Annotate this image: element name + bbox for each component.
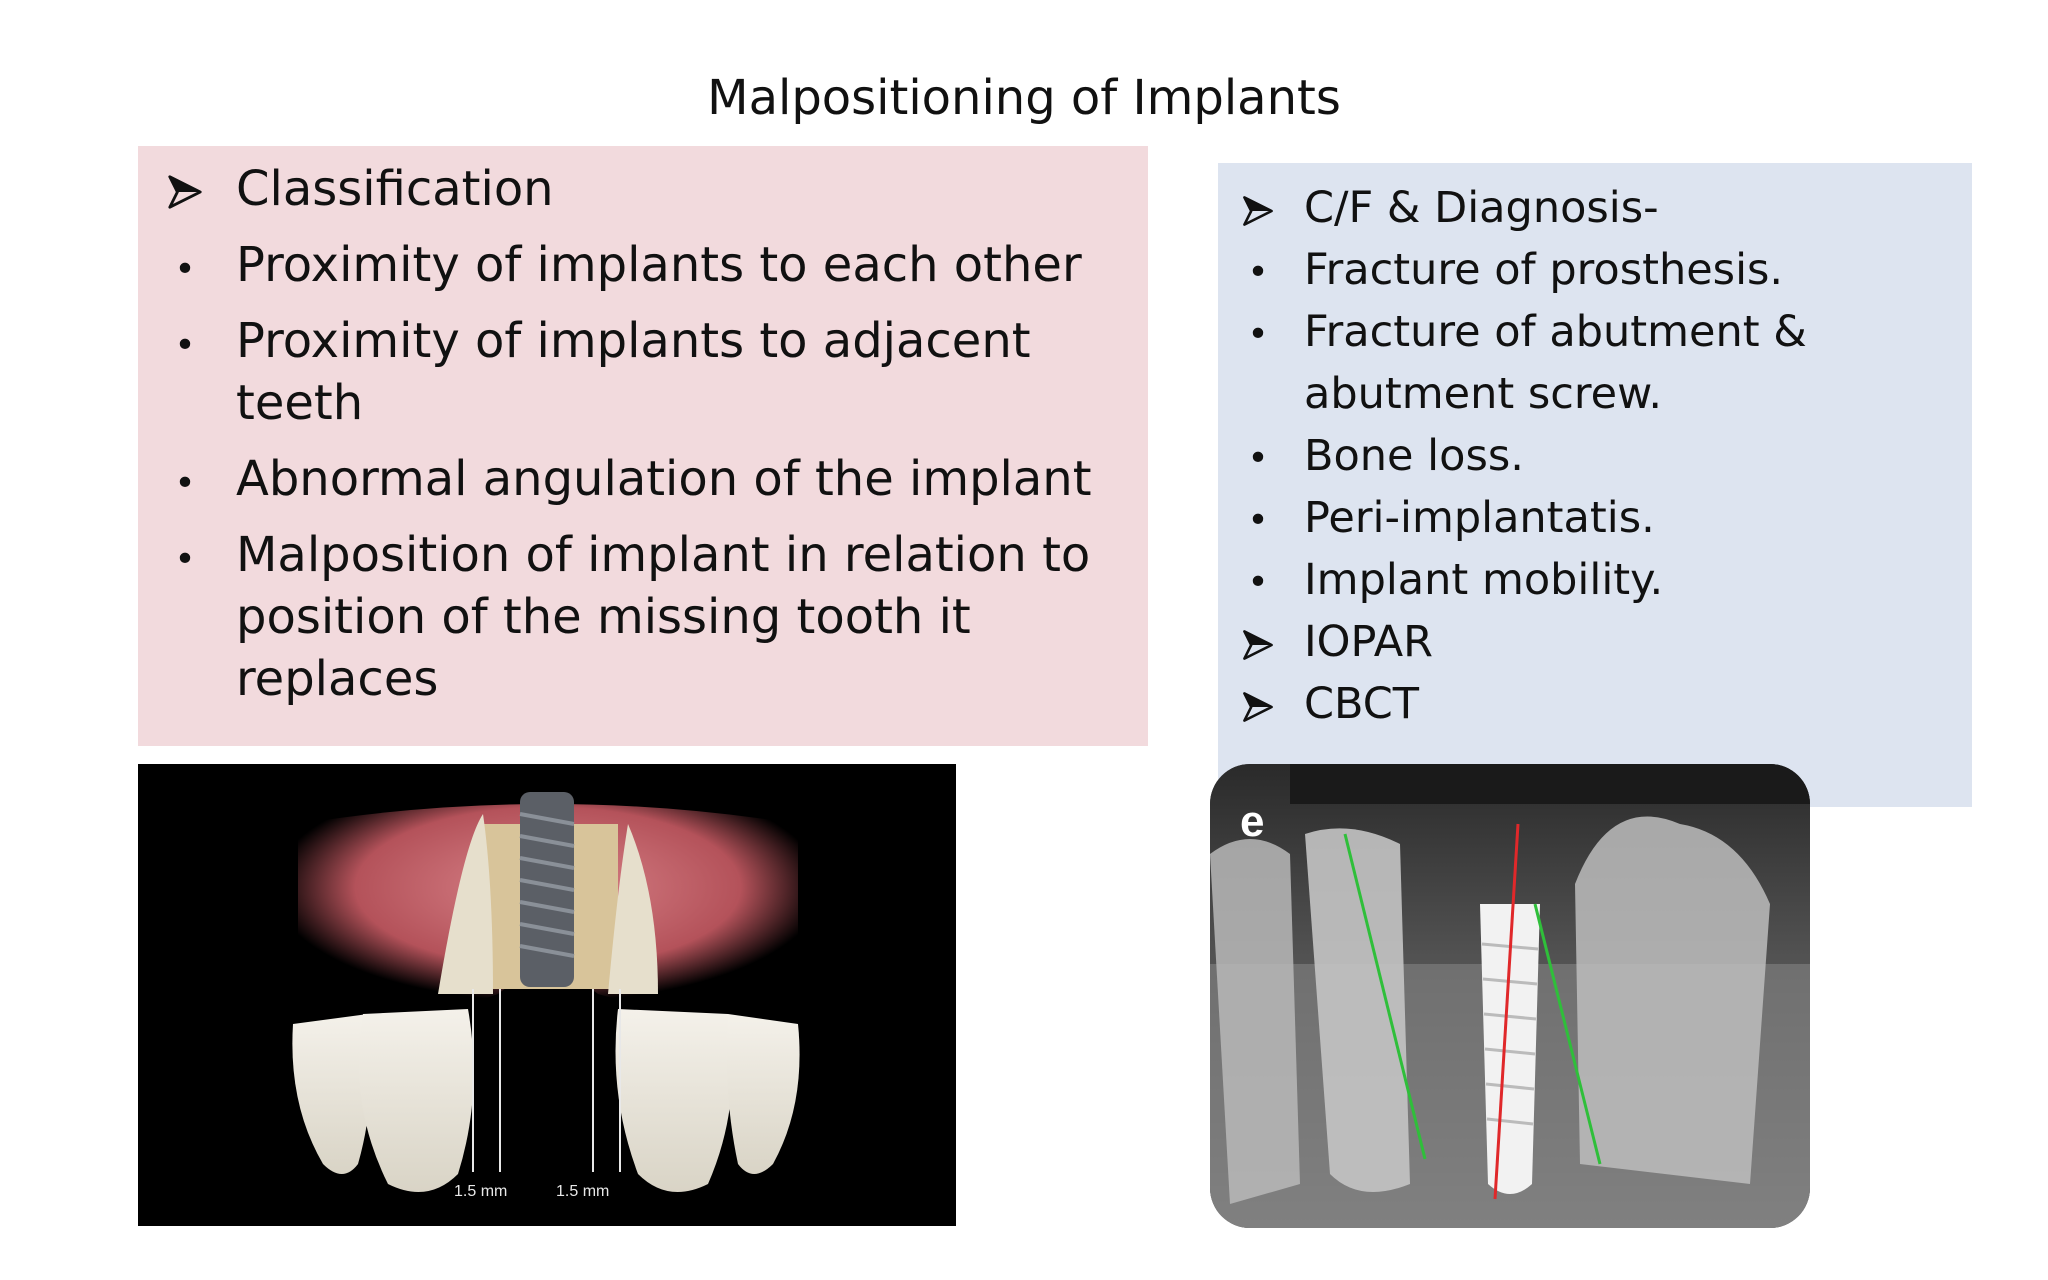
arrow-bullet-icon xyxy=(162,158,208,220)
radiograph-molar-right xyxy=(1575,816,1770,1184)
classification-item: • Proximity of implants to adjacent teeth xyxy=(138,310,1138,434)
classification-item-text: Proximity of implants to adjacent teeth xyxy=(236,313,1031,431)
diagnosis-item: • Fracture of prosthesis. xyxy=(1218,239,1968,301)
diagnosis-item-text: Fracture of prosthesis. xyxy=(1304,245,1784,295)
diagnosis-item: • Peri-implantatis. xyxy=(1218,487,1968,549)
diagnosis-item: • Fracture of abutment & abutment screw. xyxy=(1218,301,1968,425)
classification-list: Classification • Proximity of implants to … xyxy=(138,158,1138,724)
radiograph-label: e xyxy=(1240,797,1264,846)
diagnosis-item: C/F & Diagnosis- xyxy=(1218,177,1968,239)
radiograph-svg: e xyxy=(1210,764,1810,1228)
diagnosis-item: • Bone loss. xyxy=(1218,425,1968,487)
bullet-dot-icon: • xyxy=(1247,252,1269,293)
bullet-dot-icon: • xyxy=(1247,562,1269,603)
tooth-right-1 xyxy=(726,1014,800,1174)
classification-panel: Classification • Proximity of implants to … xyxy=(138,146,1148,746)
diagnosis-item-text: IOPAR xyxy=(1304,617,1433,667)
classification-item-text: Malposition of implant in relation to po… xyxy=(236,527,1091,707)
slide-title: Malpositioning of Implants xyxy=(707,70,1341,126)
classification-item-text: Proximity of implants to each other xyxy=(236,237,1082,293)
classification-item: Classification xyxy=(138,158,1138,220)
implant-spacing-illustration: 1.5 mm 1.5 mm xyxy=(138,764,956,1226)
bullet-dot-icon: • xyxy=(1247,314,1269,355)
diagnosis-item-text: C/F & Diagnosis- xyxy=(1304,183,1659,233)
classification-item-text: Classification xyxy=(236,161,554,217)
classification-item: • Malposition of implant in relation to p… xyxy=(138,524,1138,710)
bullet-dot-icon: • xyxy=(174,539,196,580)
implant-spacing-svg: 1.5 mm 1.5 mm xyxy=(138,764,956,1226)
diagnosis-item: CBCT xyxy=(1218,673,1968,735)
bullet-dot-icon: • xyxy=(174,463,196,504)
diagnosis-panel: C/F & Diagnosis- • Fracture of prosthesis.… xyxy=(1218,163,1972,807)
bullet-dot-icon: • xyxy=(1247,438,1269,479)
diagnosis-item: • Implant mobility. xyxy=(1218,549,1968,611)
guide-line-green-right xyxy=(1533,903,1602,1165)
radiograph-image: e xyxy=(1210,764,1810,1228)
classification-item: • Abnormal angulation of the implant xyxy=(138,448,1138,510)
bullet-dot-icon: • xyxy=(174,325,196,366)
implant-screw xyxy=(520,792,574,987)
bullet-dot-icon: • xyxy=(174,249,196,290)
radiograph-tooth-middle xyxy=(1305,828,1410,1192)
guide-line-green-left xyxy=(1343,833,1427,1160)
classification-item: • Proximity of implants to each other xyxy=(138,234,1138,296)
diagnosis-item: IOPAR xyxy=(1218,611,1968,673)
diagnosis-item-text: Fracture of abutment & abutment screw. xyxy=(1304,307,1807,419)
tooth-left-1 xyxy=(292,1014,372,1174)
arrow-bullet-icon xyxy=(1238,673,1278,735)
diagnosis-item-text: Peri-implantatis. xyxy=(1304,493,1655,543)
tooth-left-2 xyxy=(358,1009,474,1192)
radiograph-tooth-left xyxy=(1210,839,1300,1204)
measurement-caption-right: 1.5 mm xyxy=(556,1183,609,1200)
diagnosis-list: C/F & Diagnosis- • Fracture of prosthesis.… xyxy=(1218,177,1968,735)
diagnosis-item-text: CBCT xyxy=(1304,679,1420,729)
guide-line-red xyxy=(1493,823,1520,1200)
diagnosis-item-text: Implant mobility. xyxy=(1304,555,1664,605)
diagnosis-item-text: Bone loss. xyxy=(1304,431,1524,481)
arrow-bullet-icon xyxy=(1238,177,1278,239)
radiograph-implant xyxy=(1480,904,1540,1194)
tooth-right-2 xyxy=(615,1009,733,1192)
arrow-bullet-icon xyxy=(1238,611,1278,673)
classification-item-text: Abnormal angulation of the implant xyxy=(236,451,1092,507)
measurement-caption-left: 1.5 mm xyxy=(454,1183,507,1200)
bullet-dot-icon: • xyxy=(1247,500,1269,541)
